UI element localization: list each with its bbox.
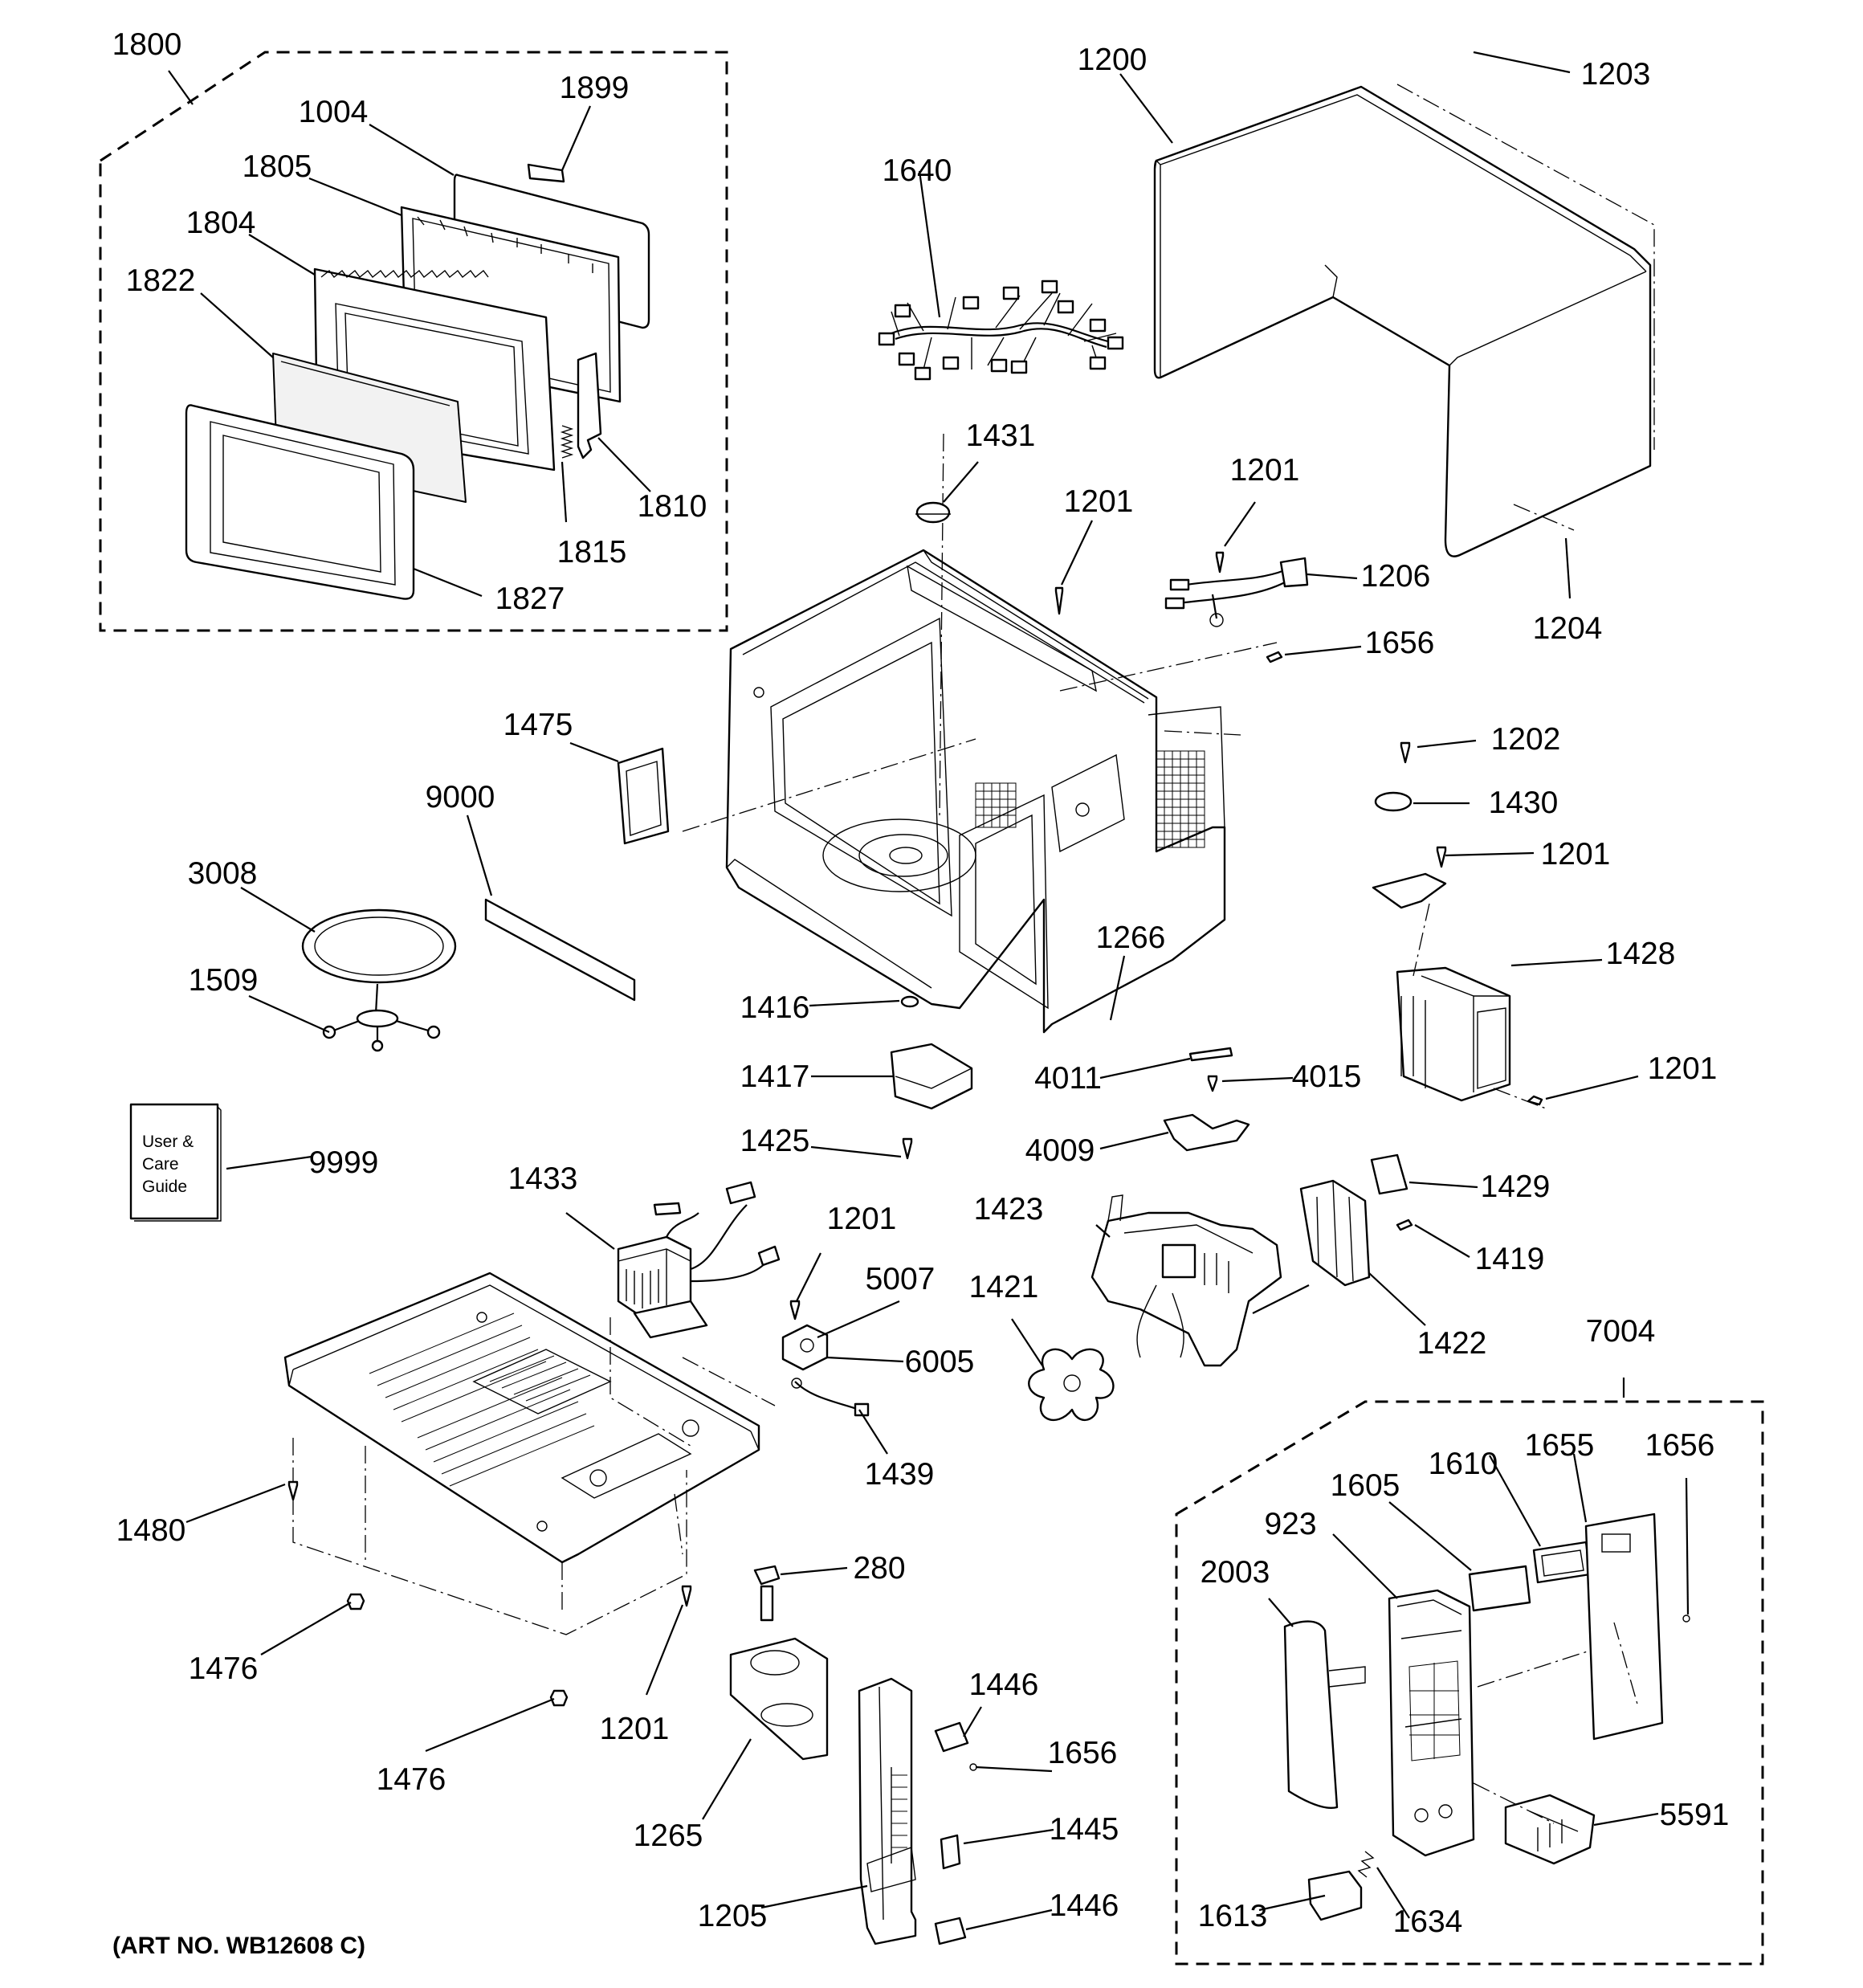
wire-harness: [878, 280, 1124, 381]
art-number: (ART NO. WB12608 C): [112, 1933, 365, 1959]
part-number-labels: 1800 1899 1004 1805 1804 1822 1810 1815 …: [112, 27, 1730, 1959]
label-1201-a: 1201: [1064, 484, 1134, 519]
latch-assembly: [729, 1565, 977, 1945]
label-1634: 1634: [1393, 1904, 1463, 1939]
leader-lines: [168, 51, 1690, 1931]
label-1421: 1421: [969, 1270, 1039, 1304]
label-1640: 1640: [883, 153, 952, 188]
label-1656-c: 1656: [1048, 1736, 1118, 1770]
label-1417: 1417: [740, 1059, 810, 1094]
base-plate: [283, 1181, 781, 1707]
label-280: 280: [853, 1551, 905, 1586]
label-1656-b: 1656: [1645, 1428, 1715, 1463]
noise-filter: [781, 1300, 870, 1417]
label-1509: 1509: [189, 963, 259, 998]
turntable-parts: [301, 747, 973, 1160]
label-1476-a: 1476: [189, 1651, 259, 1686]
label-1425: 1425: [740, 1124, 810, 1158]
small-parts-right: [915, 501, 1547, 1231]
control-panel-group: [1175, 1400, 1764, 1966]
label-6005: 6005: [905, 1345, 975, 1379]
book-line-3: Guide: [142, 1178, 187, 1196]
label-1201-e: 1201: [827, 1202, 897, 1236]
label-9000: 9000: [426, 780, 495, 814]
label-1201-b: 1201: [1230, 453, 1300, 488]
label-1446-b: 1446: [1050, 1888, 1119, 1923]
label-1613: 1613: [1198, 1899, 1268, 1933]
label-1422: 1422: [1417, 1326, 1487, 1361]
label-1810: 1810: [638, 489, 707, 524]
label-4009: 4009: [1025, 1133, 1095, 1168]
label-1204: 1204: [1533, 611, 1603, 646]
label-1423: 1423: [974, 1192, 1044, 1227]
label-1445: 1445: [1050, 1812, 1119, 1847]
label-7004: 7004: [1586, 1314, 1656, 1349]
book-line-2: Care: [142, 1155, 179, 1174]
label-1610: 1610: [1429, 1447, 1498, 1481]
label-1815: 1815: [557, 535, 627, 569]
label-1433: 1433: [508, 1161, 578, 1196]
label-1439: 1439: [865, 1457, 935, 1492]
label-1201-f: 1201: [600, 1712, 670, 1746]
label-1416: 1416: [740, 990, 810, 1025]
label-1656-a: 1656: [1365, 626, 1435, 660]
label-1203: 1203: [1581, 57, 1651, 92]
label-1480: 1480: [116, 1513, 186, 1548]
book-line-1: User &: [142, 1133, 194, 1151]
label-1899: 1899: [560, 71, 630, 105]
label-1822: 1822: [126, 263, 196, 298]
fan-assembly: [1028, 1179, 1371, 1421]
label-4015: 4015: [1292, 1059, 1362, 1094]
label-1827: 1827: [495, 582, 565, 616]
label-5591: 5591: [1660, 1798, 1730, 1832]
label-1265: 1265: [634, 1819, 703, 1853]
label-1201-d: 1201: [1648, 1051, 1718, 1086]
label-9999: 9999: [309, 1145, 379, 1180]
user-care-guide-book: User & Care Guide: [129, 1103, 222, 1222]
label-2003: 2003: [1201, 1555, 1270, 1590]
label-1205: 1205: [698, 1899, 768, 1933]
label-1429: 1429: [1481, 1170, 1551, 1204]
label-1430: 1430: [1489, 786, 1559, 820]
label-1655: 1655: [1525, 1428, 1595, 1463]
label-3008: 3008: [188, 856, 258, 891]
label-1476-b: 1476: [377, 1762, 446, 1797]
label-1266: 1266: [1096, 921, 1166, 955]
label-1206: 1206: [1361, 559, 1431, 594]
outer-case: [1153, 84, 1655, 557]
label-1419: 1419: [1475, 1242, 1545, 1276]
label-5007: 5007: [866, 1262, 936, 1296]
label-1202: 1202: [1491, 722, 1561, 757]
label-923: 923: [1264, 1507, 1316, 1541]
door-assembly-group: [99, 51, 728, 632]
label-1428: 1428: [1606, 937, 1676, 971]
label-1431: 1431: [966, 418, 1036, 453]
label-1446-a: 1446: [969, 1668, 1039, 1702]
label-1004: 1004: [299, 95, 369, 129]
label-1200: 1200: [1078, 43, 1148, 77]
label-1805: 1805: [243, 149, 312, 184]
label-1475: 1475: [503, 708, 573, 742]
label-1800: 1800: [112, 27, 182, 62]
label-1605: 1605: [1331, 1468, 1400, 1503]
oven-cavity: [682, 433, 1278, 1034]
label-4011: 4011: [1034, 1061, 1102, 1096]
label-1201-c: 1201: [1541, 837, 1611, 872]
label-1804: 1804: [186, 206, 256, 240]
